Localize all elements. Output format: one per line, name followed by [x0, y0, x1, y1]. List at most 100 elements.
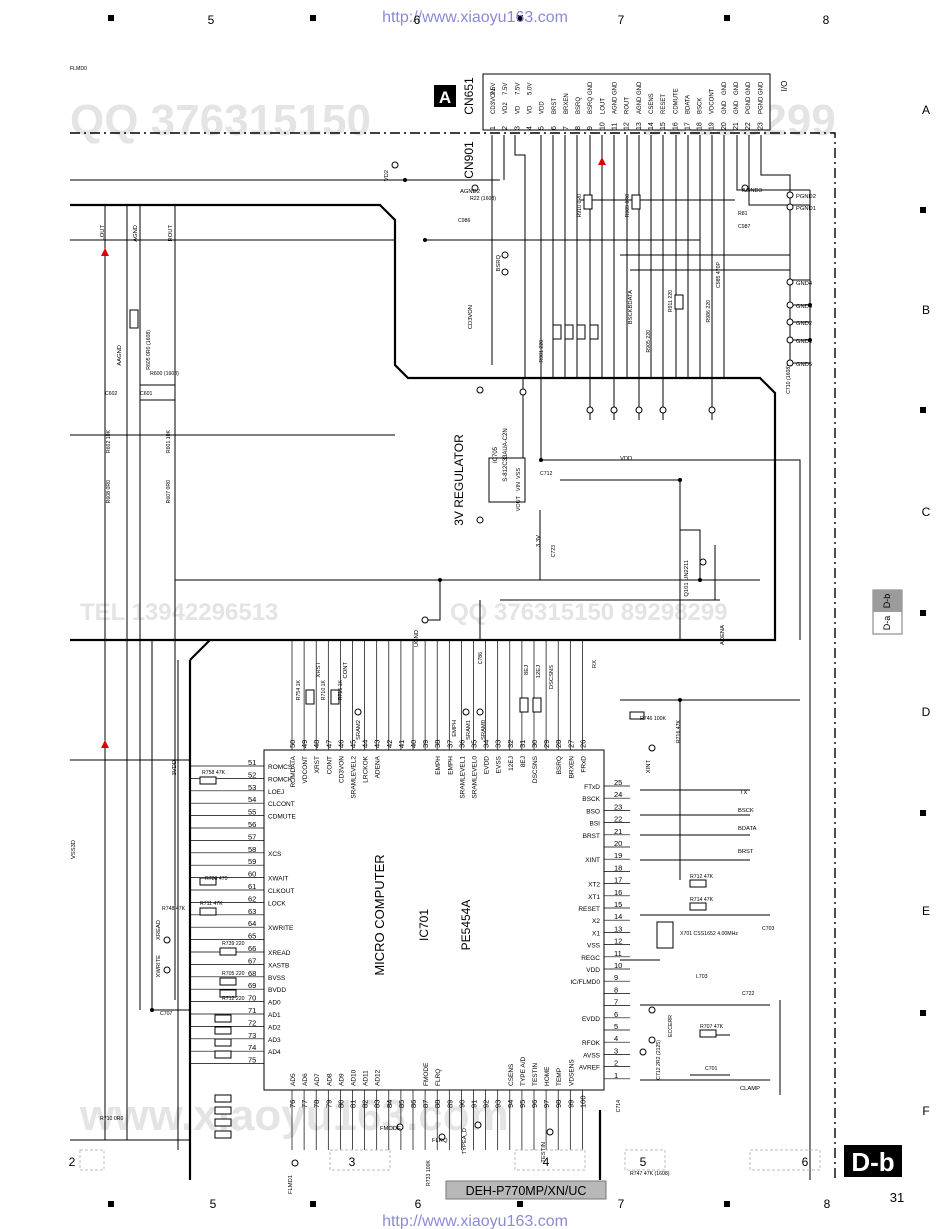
mcu-pin-label: ADENA: [375, 755, 382, 778]
resistor: [214, 1130, 232, 1139]
mcu-pin-number: 48: [312, 740, 321, 748]
mcu-pin-number: 49: [300, 740, 309, 748]
mcu-pin-label: BSO: [586, 808, 600, 815]
mcu-pin-number: 41: [397, 740, 406, 748]
zone-marker: [514, 1149, 586, 1171]
connector-pin-number: 2: [502, 126, 509, 130]
connector-pin-number: 11: [612, 123, 619, 130]
mcu-pin-number: 24: [614, 790, 622, 799]
mcu-right-pins: 25FTxD24BSCK23BSO22BSI21BRST2019XINT1817…: [570, 778, 630, 1080]
mcu-pin-number: 92: [482, 1100, 491, 1108]
mcu-pin-label: XASTB: [268, 962, 289, 969]
net-label: XRST: [316, 662, 322, 678]
mcu-pin-label: XWRITE: [268, 925, 294, 932]
grid-marks: [108, 15, 926, 1207]
resistor: [532, 697, 542, 713]
watermark-qq-mid: QQ 376315150 89298299: [450, 599, 728, 626]
mcu-pin-label: EMPH: [435, 756, 442, 775]
wire: [736, 135, 810, 191]
connector-pin-spec: 7.5V: [491, 83, 497, 95]
mcu-pin-label: BRXEN: [568, 756, 575, 779]
mcu-pin-number: 43: [373, 740, 382, 748]
side-tab[interactable]: D-b D-a: [872, 589, 903, 635]
mcu-pin-number: 31: [518, 740, 527, 748]
mcu-pin-number: 47: [324, 740, 333, 748]
mcu-pin-number: 84: [385, 1100, 394, 1108]
net-label: GND2: [796, 321, 812, 327]
mcu-pin-number: 23: [614, 802, 622, 811]
net-label: FMODE: [380, 1126, 401, 1132]
terminal: [546, 1128, 554, 1136]
net-label: XINT: [646, 760, 652, 774]
part-designator: C987: [738, 224, 751, 230]
mcu-pin-label: TYPE A/D: [520, 1056, 527, 1086]
wire: [540, 459, 801, 640]
mcu-pin-label: AD0: [268, 1000, 281, 1007]
regulator-block: 3V REGULATOR IC705 S-812C33AUA-C2N VSS V…: [452, 428, 526, 526]
net-label: LOUT: [100, 225, 106, 241]
zone-marker: [329, 1149, 391, 1171]
grid-square: [920, 207, 926, 213]
connector-pin-number: 19: [709, 122, 716, 130]
mcu-pin-label: AD5: [290, 1073, 297, 1086]
connector-pin-number: 12: [624, 122, 631, 130]
grid-letter: D: [922, 705, 931, 719]
mcu-pin-label: EVDD: [582, 1016, 600, 1023]
mcu-pin-label: AD1: [268, 1012, 281, 1019]
model-label: DEH-P770MP/XN/UC: [466, 1184, 587, 1198]
watermark-tel: TEL 13942296513: [80, 599, 278, 626]
terminal: [586, 406, 594, 414]
resistor: [552, 324, 562, 340]
connector-pin-number: 21: [733, 122, 740, 130]
mcu-left-pins: 51ROMCS52ROMCK53LOEJ54CLCONT55CDMUTE5657…: [190, 758, 296, 1065]
mcu-pin-number: 97: [542, 1100, 551, 1108]
mcu-pin-number: 17: [614, 876, 622, 885]
mcu-pin-label: CSENS: [508, 1063, 515, 1086]
connector-pin-number: 14: [648, 122, 655, 130]
connector-pin-label: BSCK: [698, 98, 704, 114]
mcu-pin-number: 28: [554, 740, 563, 748]
mcu-pin-label: BSCK: [582, 796, 600, 803]
part-designator: C712 2R2 (2125): [656, 1040, 662, 1080]
resistor: [214, 1014, 232, 1023]
wire: [514, 135, 526, 378]
net-label: VSS3D: [71, 840, 77, 859]
mcu-pin-label: BVDD: [268, 987, 286, 994]
resistor: [219, 947, 237, 956]
sheet-badge-label: D-b: [851, 1147, 894, 1177]
grid-square: [108, 15, 114, 21]
mcu-pin-number: 4: [614, 1034, 618, 1043]
net-label: SRAM0: [481, 720, 487, 740]
part-designator: C723: [551, 545, 557, 558]
net-label: GND5: [796, 362, 812, 368]
mcu-pin-number: 18: [614, 863, 622, 872]
terminal: [291, 1159, 299, 1167]
resistor: [631, 194, 641, 210]
resistor: [129, 309, 139, 329]
part-designator: R905 220: [646, 330, 652, 353]
grid-letter: E: [922, 904, 930, 918]
mcu-pin-label: ROMCS: [268, 764, 293, 771]
net-label: VDD: [620, 456, 632, 462]
mcu-pin-label: AD3: [268, 1037, 281, 1044]
mcu-pin-label: VDSENS: [568, 1059, 575, 1086]
mcu-pin-label: XCS: [268, 851, 282, 858]
grid-square: [724, 15, 730, 21]
mcu-pin-label: HOME: [544, 1066, 551, 1086]
mcu-pin-label: XINT: [585, 857, 600, 864]
mcu-block: MICRO COMPUTER IC701 PE5454A: [263, 749, 605, 1091]
mcu-pin-number: 33: [494, 740, 503, 748]
connector-pin-number: 9: [587, 126, 594, 130]
net-label: ROUT: [168, 225, 174, 242]
mcu-pin-number: 64: [248, 919, 256, 928]
wire: [680, 529, 701, 580]
mcu-pin-number: 38: [433, 740, 442, 748]
terminal: [610, 406, 618, 414]
mcu-pin-number: 51: [248, 758, 256, 767]
junction: [808, 338, 812, 342]
net-label: PGND1: [796, 206, 816, 212]
terminal: [786, 191, 794, 199]
mcu-pin-number: 83: [373, 1100, 382, 1108]
connector-pin-number: 1: [490, 126, 497, 130]
net-label: GND4: [796, 281, 813, 287]
